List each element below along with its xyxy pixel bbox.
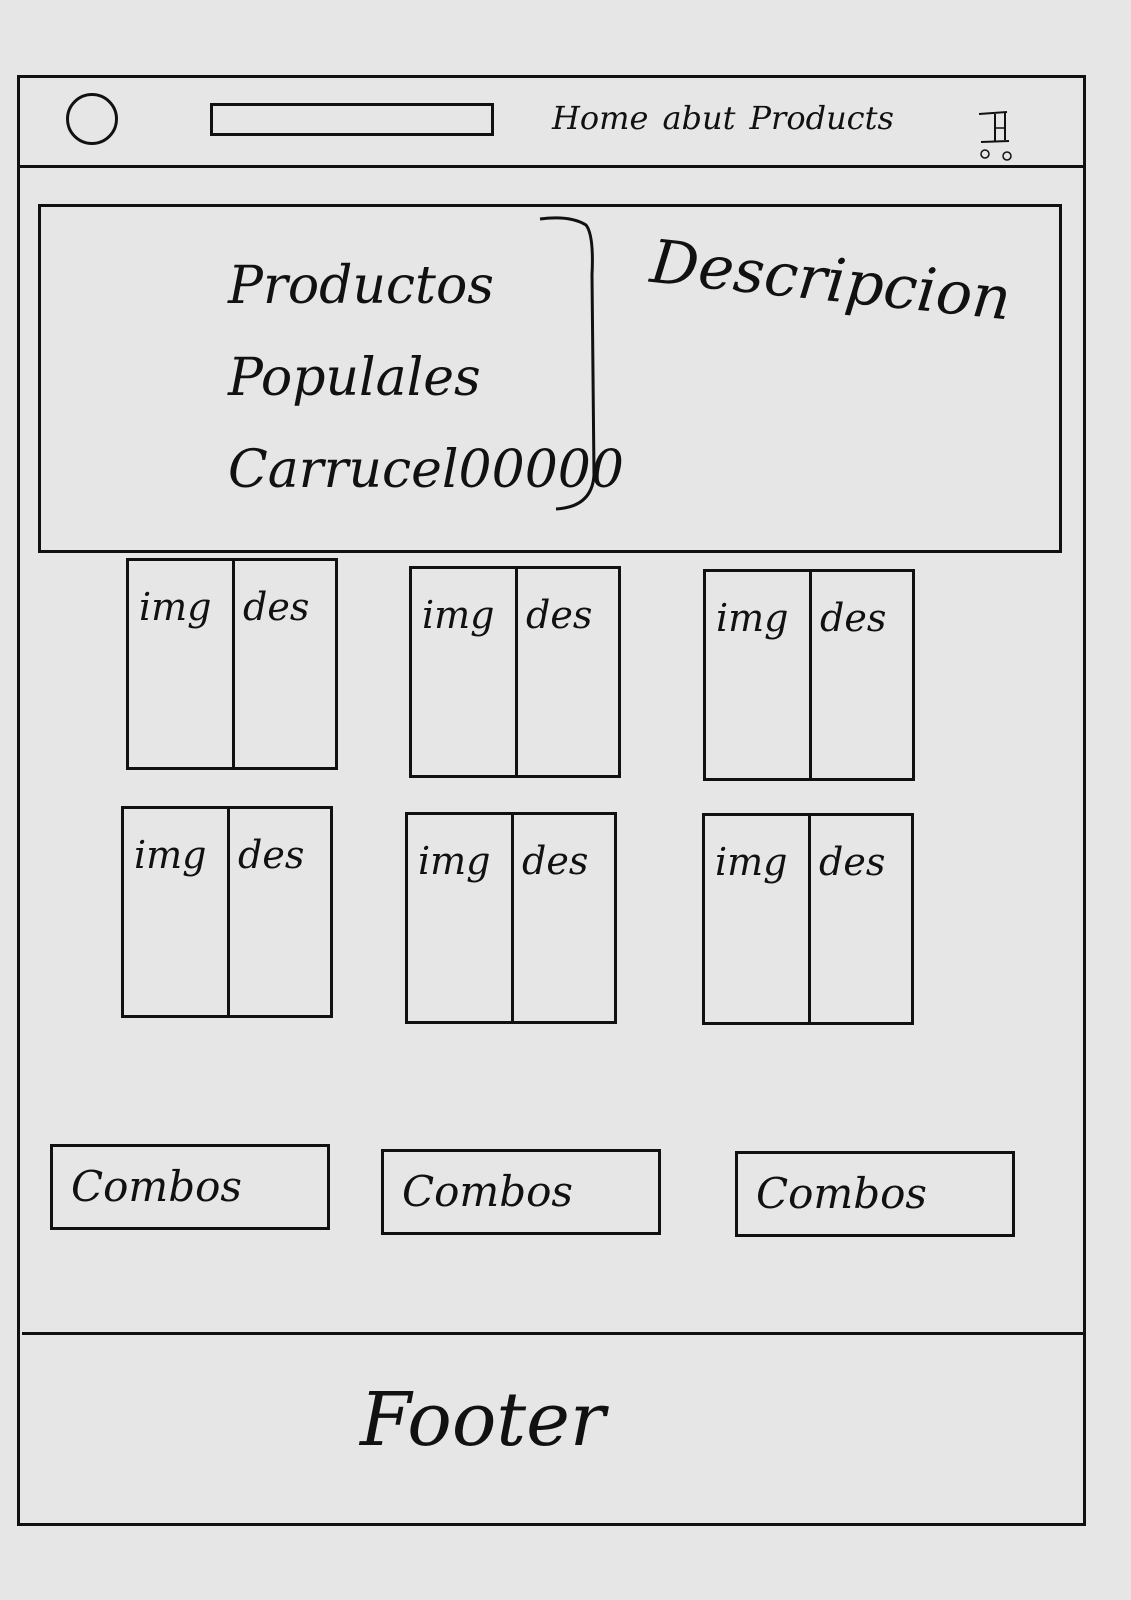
- hero-line: Populales: [228, 348, 481, 408]
- header-divider: [17, 165, 1086, 168]
- combo-button[interactable]: Combos: [735, 1151, 1015, 1237]
- product-image-placeholder: img: [134, 833, 207, 877]
- product-description: des: [526, 593, 593, 637]
- card-divider: [227, 809, 230, 1015]
- hero-carousel[interactable]: [38, 204, 1062, 553]
- logo-circle-icon[interactable]: [66, 93, 118, 145]
- hero-line: Productos: [228, 256, 494, 316]
- product-description: des: [243, 585, 310, 629]
- combo-button[interactable]: Combos: [381, 1149, 661, 1235]
- shopping-cart-icon[interactable]: [977, 108, 1029, 168]
- card-divider: [511, 815, 514, 1021]
- wireframe-border: [17, 75, 1086, 1526]
- nav-menu: Home abut Products: [552, 96, 894, 140]
- card-divider: [515, 569, 518, 775]
- card-divider: [809, 572, 812, 778]
- bracket-icon: [539, 216, 596, 511]
- product-card[interactable]: img des: [702, 813, 914, 1025]
- nav-home-link[interactable]: Home: [552, 99, 649, 137]
- product-image-placeholder: img: [715, 840, 788, 884]
- combo-button[interactable]: Combos: [50, 1144, 330, 1230]
- product-image-placeholder: img: [716, 596, 789, 640]
- product-card[interactable]: img des: [121, 806, 333, 1018]
- nav-products-link[interactable]: Products: [749, 99, 894, 137]
- product-description: des: [819, 840, 886, 884]
- nav-about-link[interactable]: abut: [662, 99, 736, 137]
- product-card[interactable]: img des: [405, 812, 617, 1024]
- product-image-placeholder: img: [139, 585, 212, 629]
- hero-line: Carrucel00000: [228, 440, 624, 500]
- product-card[interactable]: img des: [126, 558, 338, 770]
- footer-divider: [22, 1332, 1086, 1335]
- product-card[interactable]: img des: [409, 566, 621, 778]
- product-card[interactable]: img des: [703, 569, 915, 781]
- footer-label: Footer: [360, 1377, 606, 1463]
- product-description: des: [522, 839, 589, 883]
- search-input[interactable]: [210, 103, 494, 136]
- hero-title: Productos Populales Carrucel00000: [228, 240, 624, 516]
- product-description: des: [238, 833, 305, 877]
- product-image-placeholder: img: [418, 839, 491, 883]
- product-description: des: [820, 596, 887, 640]
- card-divider: [232, 561, 235, 767]
- card-divider: [808, 816, 811, 1022]
- product-image-placeholder: img: [422, 593, 495, 637]
